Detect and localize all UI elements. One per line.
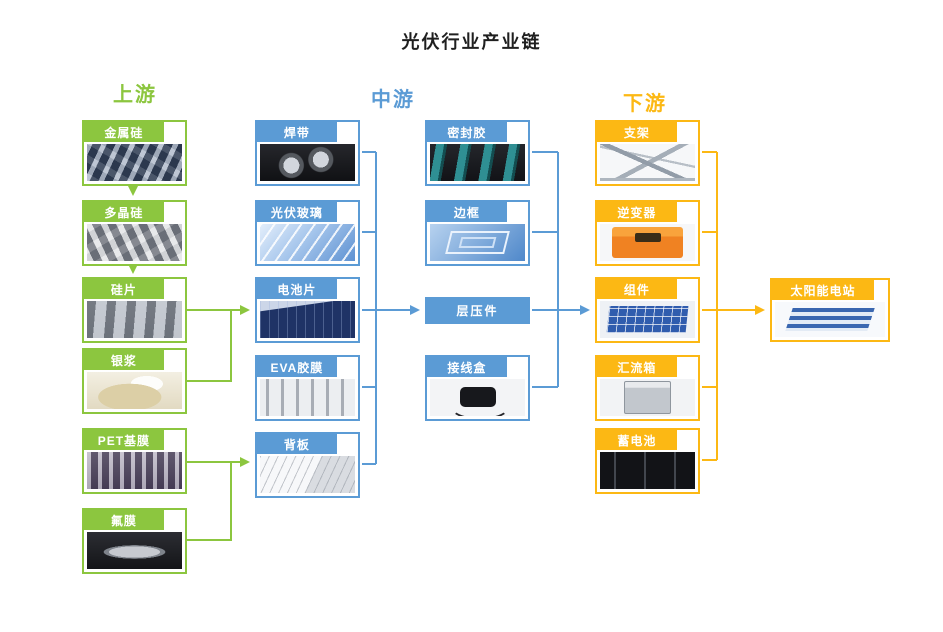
node-module-label: 组件 [597, 279, 677, 299]
node-pet-base-film-label: PET基膜 [84, 430, 164, 450]
node-polysilicon-label: 多晶硅 [84, 202, 164, 222]
node-junction-box-label: 接线盒 [427, 357, 507, 377]
storage-battery-photo [600, 452, 695, 489]
node-inverter-label: 逆变器 [597, 202, 677, 222]
node-sealant: 密封胶 [425, 120, 530, 186]
node-combiner-box: 汇流箱 [595, 355, 700, 421]
node-bracket: 支架 [595, 120, 700, 186]
node-inverter: 逆变器 [595, 200, 700, 266]
node-silver-paste-label: 银浆 [84, 350, 164, 370]
aluminum-frame-photo [430, 224, 525, 261]
header-upstream: 上游 [113, 84, 157, 106]
solder-ribbon-photo [260, 144, 355, 181]
node-storage-battery-label: 蓄电池 [597, 430, 677, 450]
node-pv-glass: 光伏玻璃 [255, 200, 360, 266]
node-bracket-label: 支架 [597, 122, 677, 142]
silicon-wafer-photo [87, 301, 182, 338]
combiner-box-photo [600, 379, 695, 416]
node-eva-film-label: EVA胶膜 [257, 357, 337, 377]
node-metal-silicon: 金属硅 [82, 120, 187, 186]
module-photo [600, 301, 695, 338]
sealant-photo [430, 144, 525, 181]
node-module: 组件 [595, 277, 700, 343]
pv-glass-photo [260, 224, 355, 261]
solar-station-photo [775, 302, 885, 337]
backsheet-photo [260, 456, 355, 493]
node-solder-ribbon: 焊带 [255, 120, 360, 186]
node-solar-power-station-label: 太阳能电站 [772, 280, 875, 300]
solar-cell-photo [260, 301, 355, 338]
node-solar-cell-label: 电池片 [257, 279, 337, 299]
node-aluminum-frame-label: 边框 [427, 202, 507, 222]
node-eva-film: EVA胶膜 [255, 355, 360, 421]
node-pet-base-film: PET基膜 [82, 428, 187, 494]
node-metal-silicon-label: 金属硅 [84, 122, 164, 142]
node-silicon-wafer-label: 硅片 [84, 279, 164, 299]
silver-paste-photo [87, 372, 182, 409]
bracket-photo [600, 144, 695, 181]
node-backsheet-label: 背板 [257, 434, 337, 454]
junction-box-photo [430, 379, 525, 416]
header-midstream: 中游 [371, 89, 415, 111]
node-solar-power-station: 太阳能电站 [770, 278, 890, 342]
node-fluorine-film-label: 氟膜 [84, 510, 164, 530]
eva-film-photo [260, 379, 355, 416]
header-downstream: 下游 [623, 93, 667, 115]
fluorine-film-photo [87, 532, 182, 569]
node-pv-glass-label: 光伏玻璃 [257, 202, 337, 222]
node-laminate: 层压件 [425, 297, 530, 324]
polysilicon-photo [87, 224, 182, 261]
node-junction-box: 接线盒 [425, 355, 530, 421]
node-laminate-label: 层压件 [456, 304, 499, 318]
node-solar-cell: 电池片 [255, 277, 360, 343]
inverter-photo [600, 224, 695, 261]
pet-base-film-photo [87, 452, 182, 489]
node-storage-battery: 蓄电池 [595, 428, 700, 494]
downstream-connectors [702, 151, 765, 461]
page-title: 光伏行业产业链 [401, 32, 542, 52]
node-aluminum-frame: 边框 [425, 200, 530, 266]
node-combiner-box-label: 汇流箱 [597, 357, 677, 377]
node-backsheet: 背板 [255, 432, 360, 498]
node-polysilicon: 多晶硅 [82, 200, 187, 266]
node-silver-paste: 银浆 [82, 348, 187, 414]
node-solder-ribbon-label: 焊带 [257, 122, 337, 142]
node-sealant-label: 密封胶 [427, 122, 507, 142]
metal-silicon-photo [87, 144, 182, 181]
node-silicon-wafer: 硅片 [82, 277, 187, 343]
node-fluorine-film: 氟膜 [82, 508, 187, 574]
